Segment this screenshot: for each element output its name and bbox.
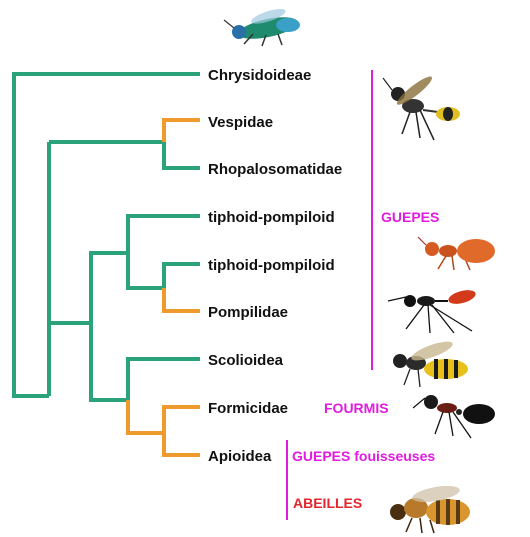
taxon-label-formicidae: Formicidae — [208, 400, 288, 417]
branch-tiphoid-1 — [128, 216, 200, 253]
taxon-label-vespidae: Vespidae — [208, 114, 273, 131]
taxon-label-apioidea: Apioidea — [208, 448, 272, 465]
velvet-ant-icon — [418, 237, 495, 270]
taxon-label-rhopalosomatidae: Rhopalosomatidae — [208, 161, 342, 178]
tree-branches — [14, 74, 200, 455]
cuckoo-wasp-icon — [224, 6, 300, 46]
honeybee-icon — [390, 483, 470, 533]
branch-to-pompilid-node — [128, 253, 164, 288]
branch-scolioidea — [128, 359, 200, 400]
spider-wasp-icon — [388, 288, 477, 333]
ant-icon — [413, 395, 495, 438]
taxon-label-chrysidoideae: Chrysidoideae — [208, 67, 311, 84]
branch-chrysidoideae — [14, 74, 200, 236]
branch-node-b-upper — [91, 253, 128, 323]
group-label-abeilles: ABEILLES — [293, 495, 362, 511]
branch-vespidae — [164, 120, 200, 142]
branch-node-b-lower — [91, 323, 128, 400]
group-label-guepes-fouisseuses: GUEPES fouisseuses — [292, 448, 435, 464]
branch-root-lower — [14, 236, 49, 396]
taxon-labels: Chrysidoideae Vespidae Rhopalosomatidae … — [208, 67, 342, 465]
taxon-label-scolioidea: Scolioidea — [208, 352, 284, 369]
striped-wasp-icon — [393, 338, 468, 387]
group-label-guepes: GUEPES — [381, 209, 439, 225]
taxon-label-tiphoid-pompiloid-1: tiphoid-pompiloid — [208, 209, 335, 226]
branch-rhopalosomatidae — [164, 142, 200, 168]
branch-to-aculeate-node — [128, 400, 164, 433]
taxon-label-pompilidae: Pompilidae — [208, 304, 288, 321]
group-label-fourmis: FOURMIS — [324, 400, 389, 416]
branch-formicidae — [164, 407, 200, 433]
branch-pompilidae — [164, 288, 200, 311]
branch-tiphoid-2 — [164, 264, 200, 288]
taxon-label-tiphoid-pompiloid-2: tiphoid-pompiloid — [208, 257, 335, 274]
branch-apioidea — [164, 433, 200, 455]
wasp-icon — [383, 73, 460, 140]
